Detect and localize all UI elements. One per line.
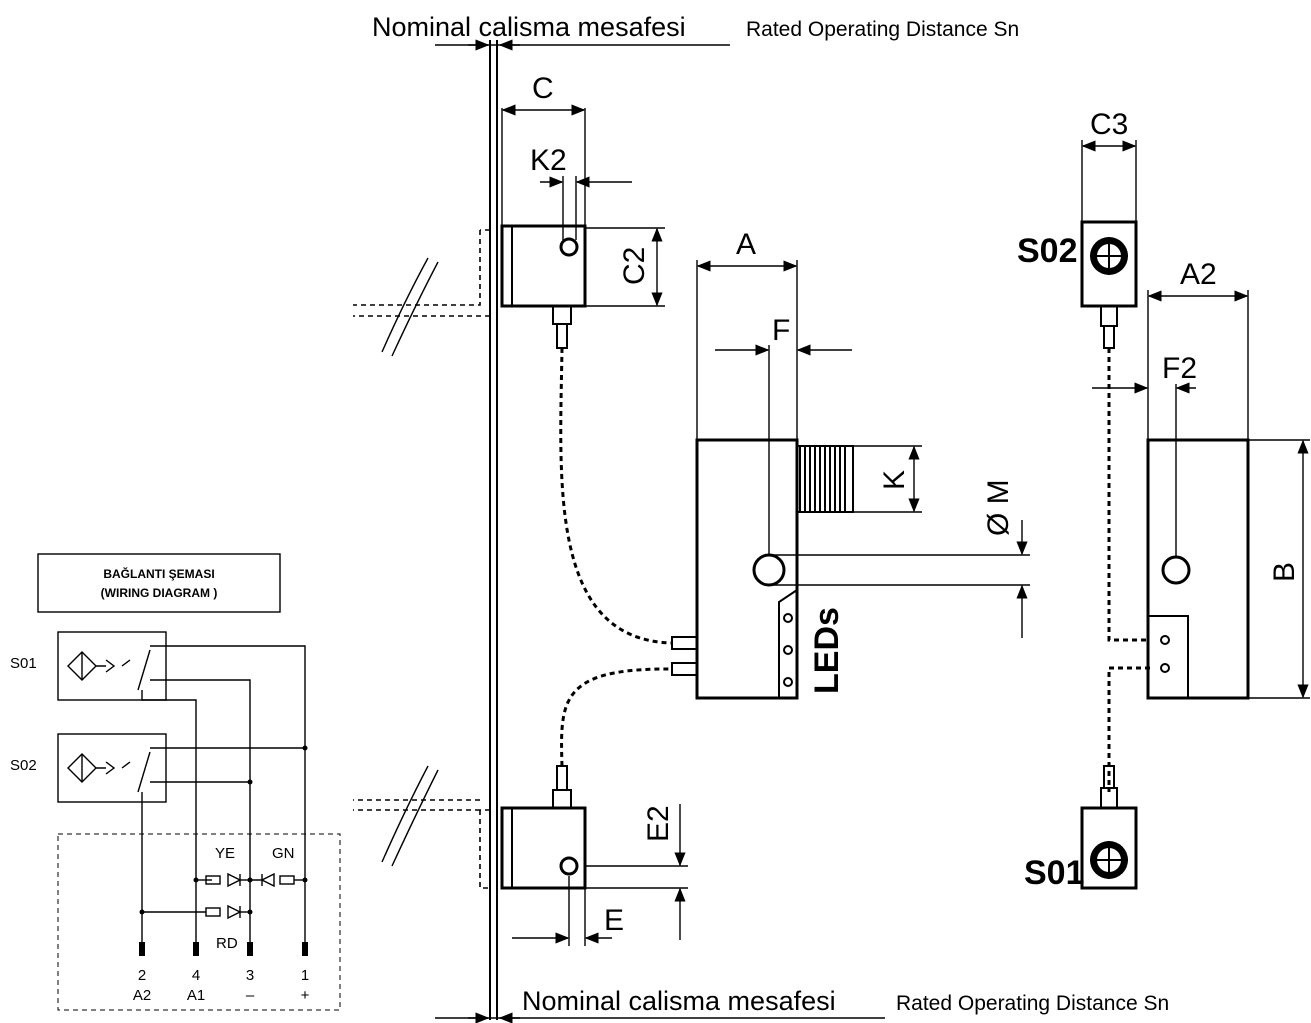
wiring-ye-label: YE [215,845,235,862]
wiring-s02-label: S02 [10,757,37,774]
dim-C2: C2 [618,247,651,285]
terminal-2-label: A2 [133,987,151,1004]
terminal-3-num: 3 [246,967,254,984]
top-caption-tr: Nominal calisma mesafesi [372,12,686,42]
wiring-title-line1: BAĞLANTI ŞEMASI [103,566,214,581]
wiring-s01-label: S01 [10,655,37,672]
terminal-3-label: – [246,987,255,1004]
bottom-sensor [353,765,587,890]
leds-label: LEDs [808,607,846,694]
dim-F2: F2 [1162,352,1197,385]
dim-E2: E2 [642,805,675,842]
bottom-caption-en: Rated Operating Distance Sn [896,992,1169,1015]
dim-A: A [736,228,756,261]
dim-K: K [878,470,911,490]
s02-label: S02 [1017,232,1078,270]
terminal-4-num: 4 [192,967,200,984]
central-unit [671,438,854,700]
terminal-4-label: A1 [187,987,205,1004]
s02-front-view [1080,220,1138,349]
side-unit [1146,438,1250,700]
top-caption-en: Rated Operating Distance Sn [746,18,1019,41]
dim-M: Ø M [982,479,1015,536]
dim-B: B [1268,562,1301,582]
terminal-2-num: 2 [138,967,146,984]
bottom-caption-tr: Nominal calisma mesafesi [522,986,836,1016]
top-sensor [353,224,587,357]
terminal-1-label: + [301,987,310,1004]
wiring-gn-label: GN [272,845,295,862]
dim-A2: A2 [1180,258,1217,291]
dim-F: F [772,314,790,347]
wiring-rd-label: RD [216,935,238,952]
s01-front-view [1080,765,1138,890]
dim-C3: C3 [1090,108,1128,141]
wiring-title-line2: (WIRING DIAGRAM ) [101,586,218,600]
dim-C: C [532,72,554,105]
dim-E: E [604,904,624,937]
dim-K2: K2 [530,144,567,177]
terminal-1-num: 1 [301,967,309,984]
s01-label: S01 [1024,854,1085,892]
wiring-diagram: BAĞLANTI ŞEMASI (WIRING DIAGRAM ) S01 S0… [10,553,341,1011]
